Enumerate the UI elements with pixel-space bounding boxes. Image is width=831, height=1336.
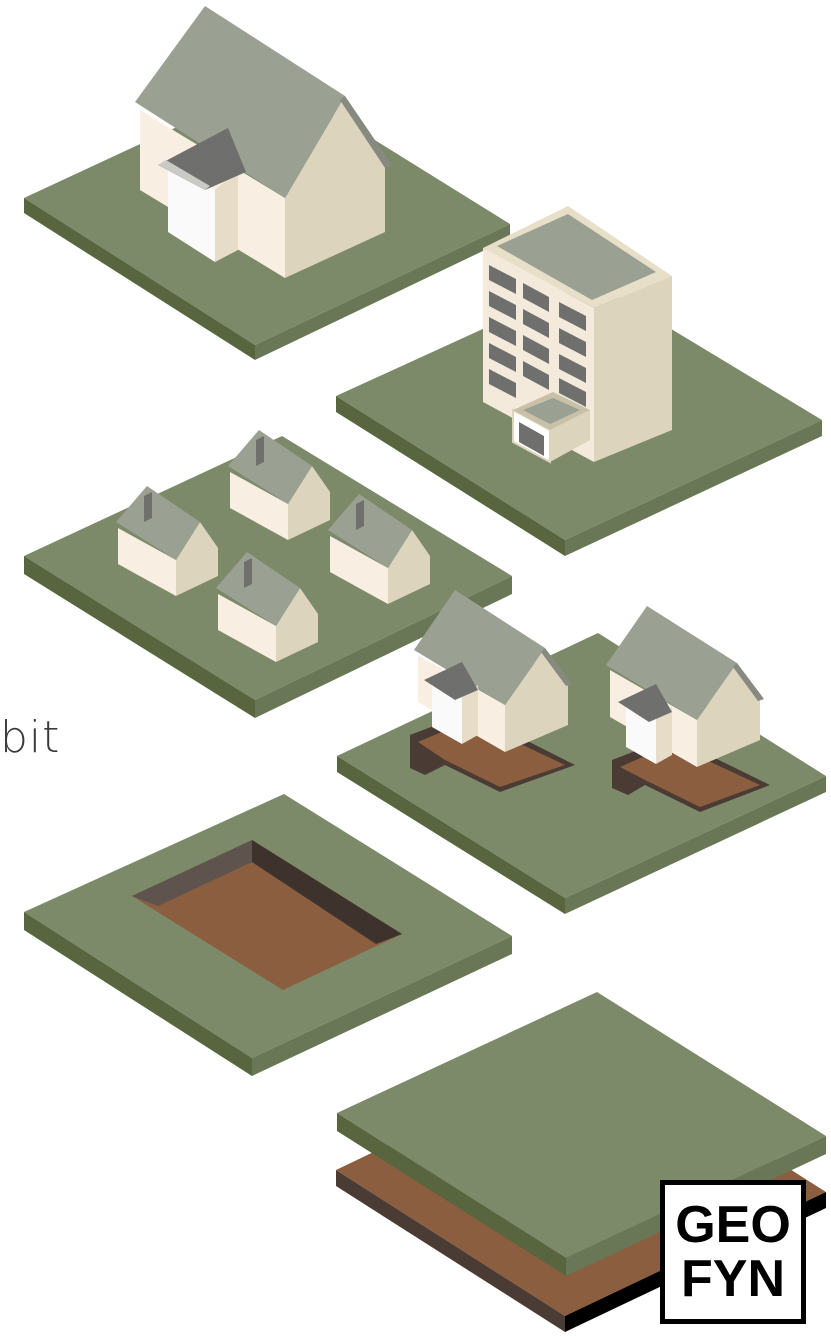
house-on-foundation [606, 606, 764, 767]
clipped-caption-text: bit [0, 716, 60, 760]
geofyn-logo: GEO FYN [660, 1180, 806, 1324]
logo-line-geo: GEO [675, 1198, 791, 1252]
logo-line-fyn: FYN [681, 1252, 785, 1306]
plate-foundations [337, 633, 826, 914]
